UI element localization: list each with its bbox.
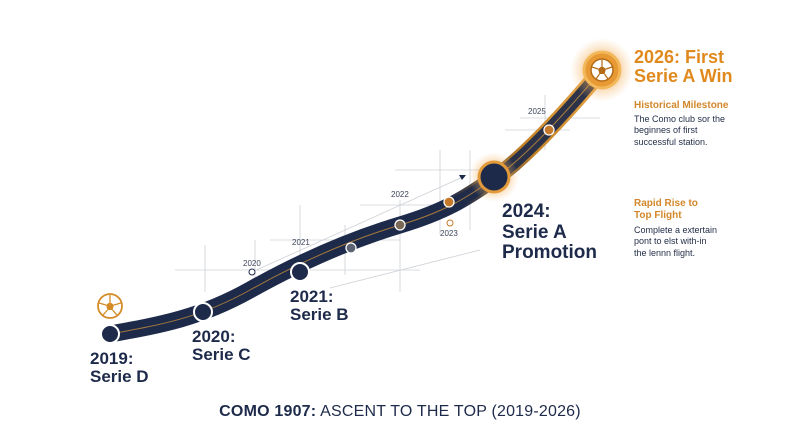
side-note-line: The Como club sor the: [634, 114, 726, 124]
milestone-league: Serie A: [502, 221, 567, 243]
milestone-node-2024: [477, 160, 511, 194]
milestone-league: Serie B: [290, 305, 349, 325]
milestone-year: 2020:: [192, 327, 236, 346]
year-tick-label: 2023: [440, 229, 458, 238]
title-rest: ASCENT TO THE TOP (2019-2026): [316, 403, 581, 420]
soccer-ball-icon: [97, 293, 123, 319]
tick-node-2023: [443, 196, 455, 208]
tick-dot-2023: [446, 219, 454, 227]
milestone-year: 2021:: [290, 287, 334, 306]
milestone-label-2019: 2019: Serie D: [90, 349, 149, 387]
title-bold: COMO 1907:: [219, 403, 317, 420]
tick-dot-2020: [248, 268, 256, 276]
side-note-body: The Como club sor the beginnes of first …: [634, 114, 725, 148]
side-note-heading-line: Top Flight: [634, 209, 682, 221]
year-tick-label: 2025: [528, 107, 546, 116]
milestone-year: 2024:: [502, 201, 551, 222]
arrowhead: [459, 175, 466, 180]
milestone-label-2026: 2026: First Serie A Win: [634, 47, 733, 87]
milestone-league: Serie D: [90, 367, 149, 387]
milestone-year: 2019:: [90, 349, 134, 368]
milestone-label-2024: 2024: Serie A Promotion: [502, 201, 597, 264]
year-tick-label: 2021: [292, 238, 310, 247]
milestone-title: Serie A Win: [634, 66, 733, 87]
side-note-heading: Historical Milestone: [634, 100, 729, 111]
milestone-title: 2026: First: [634, 47, 725, 67]
side-note-line: the lennn flight.: [634, 247, 696, 258]
milestone-label-2020: 2020: Serie C: [192, 327, 251, 365]
side-note-body: Complete a extertain pont to elst with-i…: [634, 225, 717, 259]
tick-node-2022: [394, 219, 406, 231]
soccer-ball-icon: [590, 58, 614, 82]
side-note-heading: Rapid Rise to Top Flight: [634, 198, 698, 221]
tick-node-2021b: [345, 242, 357, 254]
milestone-node-2021: [290, 262, 310, 282]
year-tick-label: 2020: [243, 259, 261, 268]
diagram-title: COMO 1907: ASCENT TO THE TOP (2019-2026): [0, 403, 800, 421]
milestone-league: Promotion: [502, 242, 597, 264]
tick-node-2025: [543, 124, 555, 136]
side-note-heading-line: Rapid Rise to: [634, 198, 698, 209]
side-note-line: Complete a extertain: [634, 225, 718, 235]
milestone-league: Serie C: [192, 345, 251, 365]
milestone-label-2021: 2021: Serie B: [290, 287, 349, 325]
side-note-line: successful station.: [634, 136, 708, 147]
side-note-line: beginnes of first: [634, 125, 698, 136]
year-tick-label: 2022: [391, 190, 409, 199]
milestone-node-2019: [100, 324, 120, 344]
side-note-line: pont to elst with-in: [634, 236, 707, 247]
milestone-node-2020: [193, 302, 213, 322]
